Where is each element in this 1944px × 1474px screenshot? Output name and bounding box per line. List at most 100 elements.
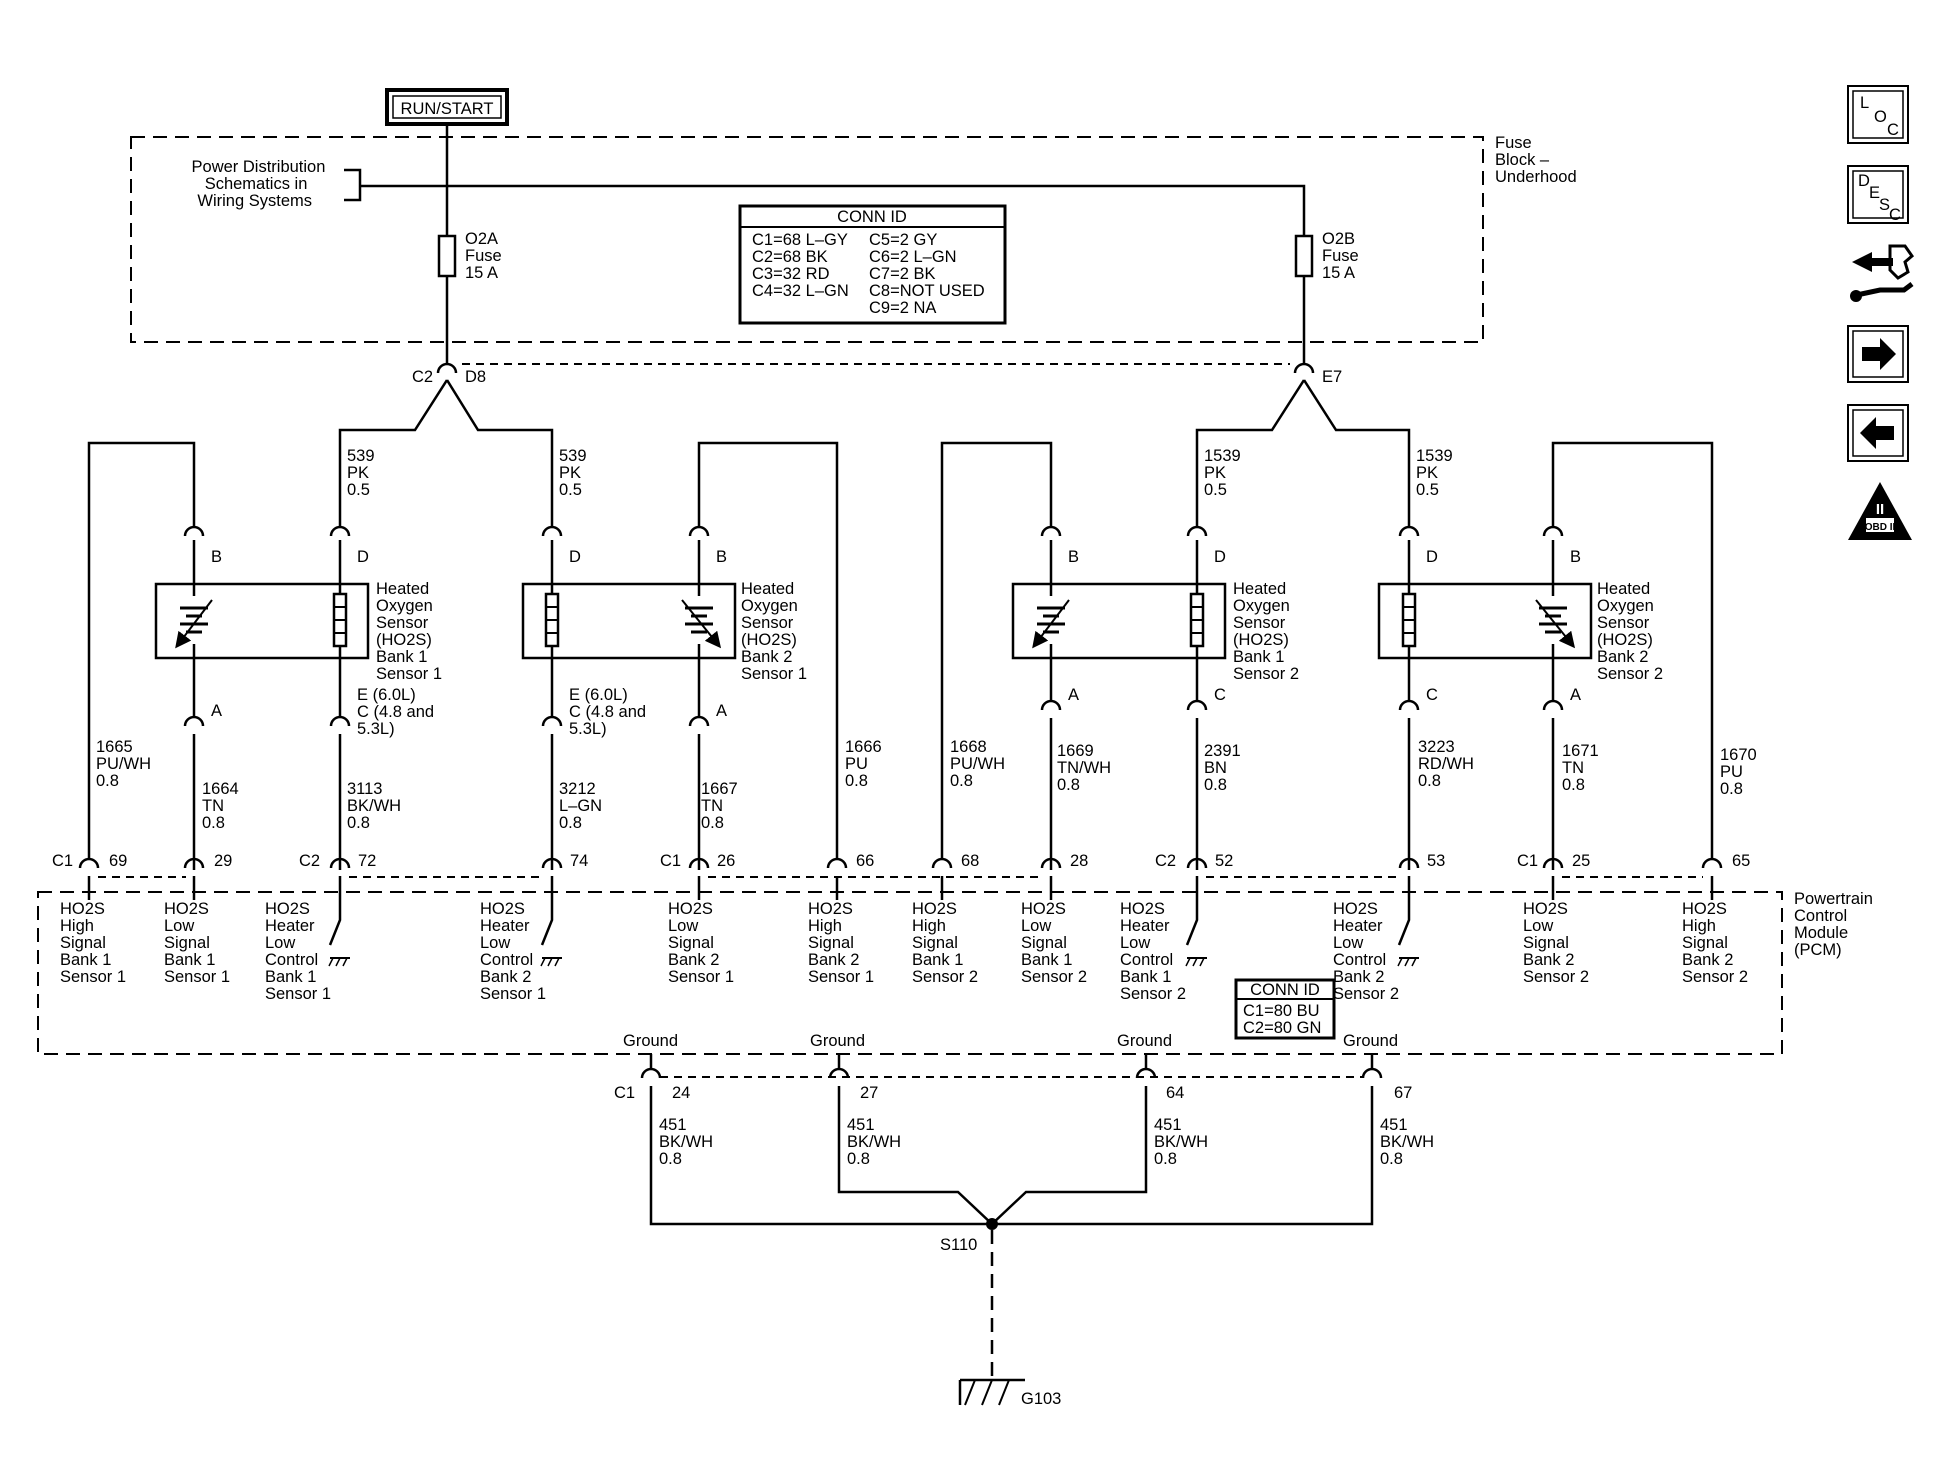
terminal-c: C [1426, 686, 1438, 704]
wire-label-1539-b: 1539 PK 0.5 [1416, 447, 1457, 499]
terminal-a: A [716, 702, 727, 720]
sensor-label: Heated Oxygen Sensor (HO2S) Bank 2 Senso… [741, 580, 807, 683]
ground-label: Ground [623, 1032, 678, 1050]
pcm-pin: 52 [1215, 852, 1233, 870]
description-button[interactable]: D E S C [1847, 165, 1909, 224]
ground-label: Ground [1117, 1032, 1172, 1050]
sensor-bank1-sensor1: B D Heated Oxygen Sensor (HO2S) Bank 1 S… [87, 441, 442, 870]
terminal-d: D [357, 548, 369, 566]
sensor-bank1-sensor2: B D Heated Oxygen Sensor (HO2S) Bank 1 S… [940, 441, 1299, 870]
pcm-ground-icon [1397, 957, 1420, 967]
conn-id-left-column: C1=68 L–GY C2=68 BK C3=32 RD C4=32 L–GN [752, 231, 852, 300]
pcm-ground-icon [1185, 957, 1208, 967]
pcm-pin: 29 [214, 852, 232, 870]
pcm-pin: 69 [109, 852, 127, 870]
terminal-a: A [211, 702, 222, 720]
connector-e7: E7 [1293, 362, 1342, 386]
wire-label-539-b: 539 PK 0.5 [559, 447, 591, 499]
desc-letter-e: E [1869, 184, 1880, 202]
obd-ii-button[interactable]: II OBD II [1848, 482, 1912, 540]
fuse-o2b-label: O2B Fuse 15 A [1322, 230, 1363, 282]
pcm-pin: 26 [717, 852, 735, 870]
sensor-bank2-sensor2: D B Heated Oxygen Sensor (HO2S) Bank 2 S… [1377, 441, 1714, 870]
pcm-connector-row: C1 C2 C1 C2 C1 69 29 72 74 26 66 68 28 5… [52, 852, 1750, 878]
ground-pin: 24 [672, 1084, 690, 1102]
power-split-bank-a [338, 379, 554, 528]
conn-id-pcm: CONN ID C1=80 BU C2=80 GN [1234, 978, 1336, 1040]
sensor-label: Heated Oxygen Sensor (HO2S) Bank 1 Senso… [376, 580, 442, 683]
pcm-pin: 53 [1427, 852, 1445, 870]
connector-c2-label: C2 [412, 368, 433, 386]
connector-d8-label: D8 [465, 368, 486, 386]
pcm-pin: 25 [1572, 852, 1590, 870]
fuse-block-boundary [130, 136, 1484, 343]
location-button[interactable]: L O C [1847, 85, 1909, 144]
ground-label: Ground [1343, 1032, 1398, 1050]
fuse-o2a-label: O2A Fuse 15 A [465, 230, 506, 282]
terminal-b: B [1570, 548, 1581, 566]
conn-id-pcm-title: CONN ID [1250, 981, 1320, 999]
wire-label-1539-a: 1539 PK 0.5 [1204, 447, 1245, 499]
run-start-label: RUN/START [401, 100, 494, 118]
power-distribution-reference: Power Distribution Schematics in Wiring … [192, 158, 330, 210]
pcm-ground-circuits: Ground Ground Ground Ground C1 24 27 64 … [614, 1032, 1434, 1408]
ground-pin: 27 [860, 1084, 878, 1102]
previous-button[interactable] [1847, 404, 1909, 462]
pcm-pin: 65 [1732, 852, 1750, 870]
pcm-ground-icon [328, 957, 351, 967]
sensor-label: Heated Oxygen Sensor (HO2S) Bank 2 Senso… [1597, 580, 1663, 683]
fuse-block-label: Fuse Block – Underhood [1495, 134, 1577, 186]
power-split-bank-b [1195, 379, 1411, 528]
pcm-boundary [37, 891, 1783, 1055]
connector-view-button[interactable] [1850, 244, 1915, 302]
arrow-left-icon [1860, 417, 1894, 449]
terminal-c: C [1214, 686, 1226, 704]
ground-g103-label: G103 [1021, 1390, 1061, 1408]
connector-wrench-icon [1850, 244, 1915, 302]
connector-c2-d8: C2 D8 [412, 362, 486, 386]
ground-pin: 64 [1166, 1084, 1184, 1102]
ground-g103-icon [958, 1378, 1025, 1406]
ground-label: Ground [810, 1032, 865, 1050]
desc-letter-c: C [1889, 206, 1901, 224]
loc-letter-o: O [1874, 108, 1887, 126]
conn-id-title: CONN ID [837, 208, 907, 226]
terminal-b: B [1068, 548, 1079, 566]
pcm-label: Powertrain Control Module (PCM) [1794, 890, 1877, 959]
wire-label-539-a: 539 PK 0.5 [347, 447, 379, 499]
next-button[interactable] [1847, 325, 1909, 383]
conn-id-pcm-lines: C1=80 BU C2=80 GN [1243, 1002, 1324, 1037]
terminal-d: D [569, 548, 581, 566]
ground-pin: 67 [1394, 1084, 1412, 1102]
pcm-pin: 68 [961, 852, 979, 870]
arrow-right-icon [1862, 338, 1896, 370]
pcm-pin: 66 [856, 852, 874, 870]
heater-low-terminal: E (6.0L) C (4.8 and 5.3L) [357, 686, 439, 738]
ground-connector-c1-label: C1 [614, 1084, 635, 1102]
loc-letter-c: C [1887, 121, 1899, 139]
